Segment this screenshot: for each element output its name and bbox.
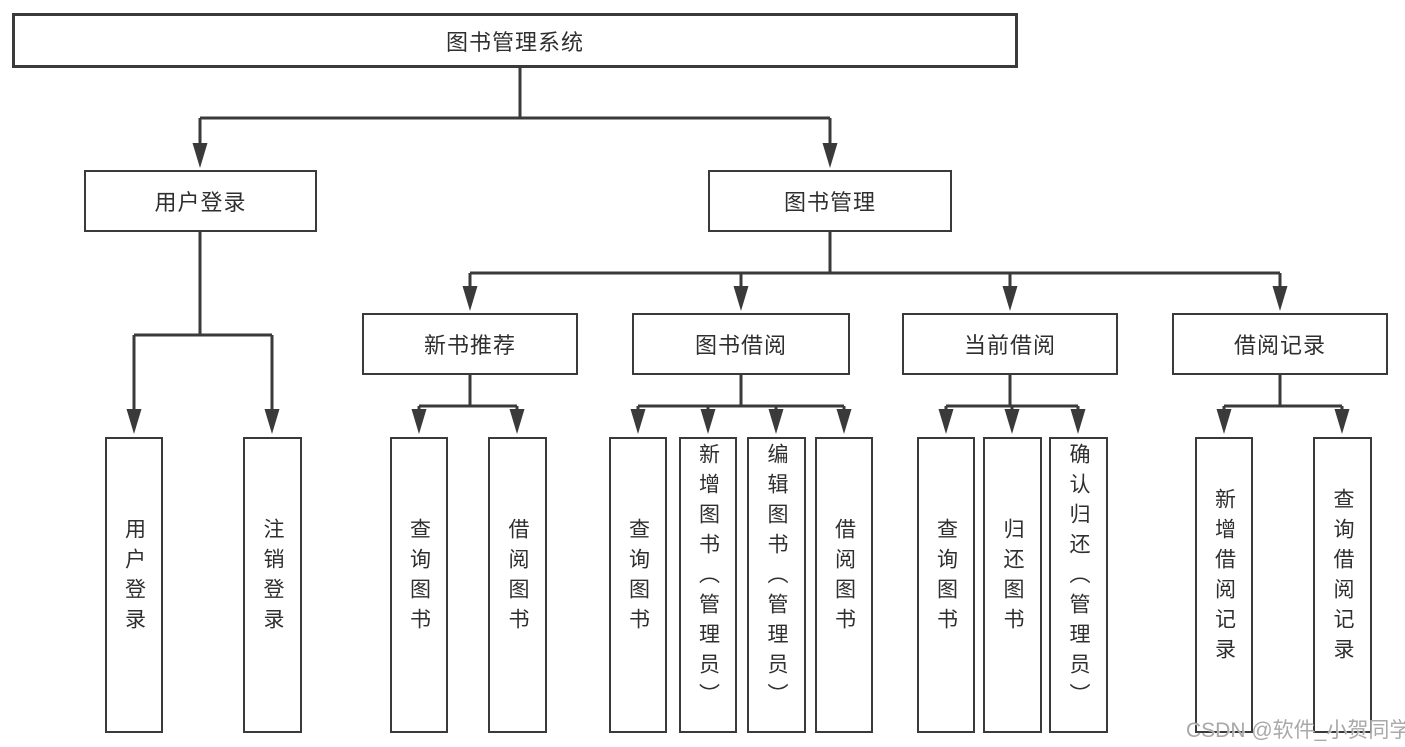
arrowheads (126, 143, 1350, 434)
node-new-book-recommend-label: 新书推荐 (423, 333, 516, 358)
node-library-system-label: 图书管理系统 (445, 29, 584, 55)
leaf-edit-books-admin: 编辑图书（管理员） (747, 437, 806, 733)
csdn-watermark: CSDN @软件_小贺同学 (1186, 719, 1405, 742)
leaf-query-books-borrowing: 查询图书 (609, 437, 667, 733)
leaf-confirm-return-admin-label: 确认归还（管理员） (1067, 443, 1090, 713)
node-borrowing-records-label: 借阅记录 (1233, 333, 1326, 358)
leaf-logout: 注销登录 (243, 437, 302, 733)
leaf-edit-books-admin-label: 编辑图书（管理员） (765, 443, 788, 713)
leaf-query-books-borrowing-label: 查询图书 (626, 518, 650, 638)
leaf-confirm-return-admin: 确认归还（管理员） (1049, 437, 1108, 733)
leaf-return-books-label: 归还图书 (1001, 518, 1024, 638)
node-book-borrowing-label: 图书借阅 (694, 333, 787, 358)
node-current-borrowing: 当前借阅 (902, 313, 1118, 375)
leaf-user-login-label: 用户登录 (122, 518, 146, 638)
leaf-query-borrow-record-label: 查询借阅记录 (1331, 488, 1354, 668)
leaf-add-borrow-record-label: 新增借阅记录 (1212, 488, 1236, 668)
node-book-management: 图书管理 (708, 170, 952, 232)
leaf-query-books-recommend: 查询图书 (390, 437, 448, 733)
node-book-borrowing: 图书借阅 (632, 313, 850, 375)
leaf-return-books: 归还图书 (983, 437, 1042, 733)
node-book-management-label: 图书管理 (783, 190, 876, 215)
node-user-login-label: 用户登录 (154, 190, 247, 215)
leaf-add-books-admin-label: 新增图书（管理员） (696, 443, 720, 713)
leaf-borrow-books-recommend: 借阅图书 (488, 437, 547, 733)
node-library-system: 图书管理系统 (12, 13, 1018, 68)
leaf-query-books-recommend-label: 查询图书 (407, 518, 431, 638)
leaf-add-borrow-record: 新增借阅记录 (1195, 437, 1253, 733)
leaf-borrow-books-label: 借阅图书 (832, 518, 856, 638)
leaf-query-books-current-label: 查询图书 (934, 518, 958, 638)
leaf-query-books-current: 查询图书 (917, 437, 975, 733)
node-current-borrowing-label: 当前借阅 (963, 333, 1056, 358)
node-new-book-recommend: 新书推荐 (362, 313, 578, 375)
leaf-query-borrow-record: 查询借阅记录 (1313, 437, 1372, 733)
node-user-login: 用户登录 (84, 170, 317, 232)
leaf-add-books-admin: 新增图书（管理员） (679, 437, 737, 733)
leaf-logout-label: 注销登录 (261, 518, 284, 638)
leaf-user-login: 用户登录 (105, 437, 163, 733)
leaf-borrow-books-recommend-label: 借阅图书 (506, 518, 529, 638)
node-borrowing-records: 借阅记录 (1172, 313, 1388, 375)
leaf-borrow-books: 借阅图书 (815, 437, 873, 733)
